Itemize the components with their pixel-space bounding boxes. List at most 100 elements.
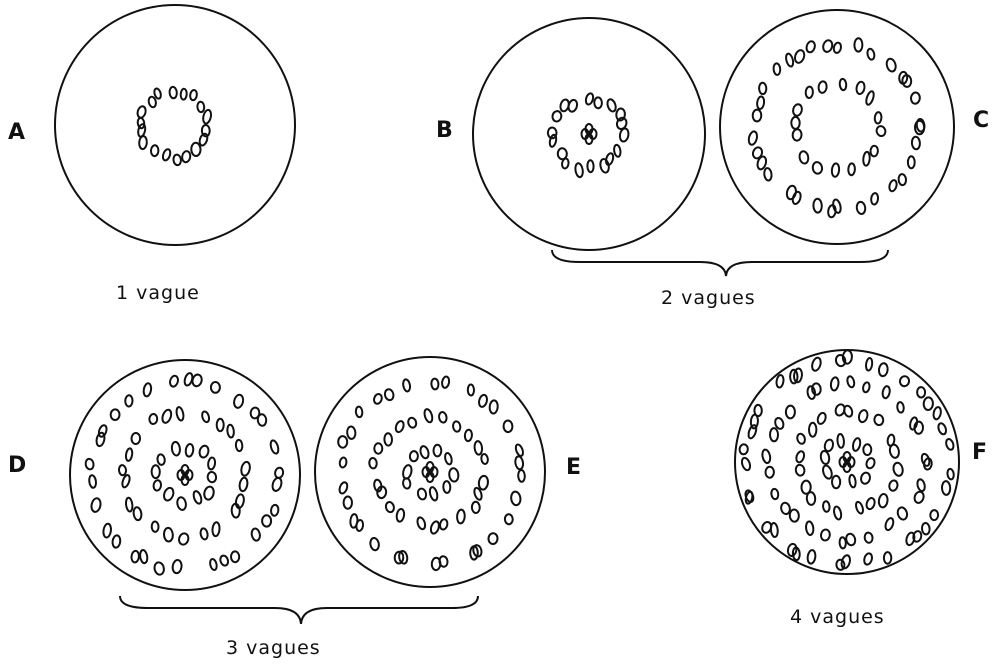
cell-e [448, 467, 460, 483]
cell-f [916, 386, 927, 399]
cell-f [806, 385, 817, 400]
cell-e [402, 464, 413, 480]
cell-a [161, 148, 172, 162]
cell-d [90, 497, 102, 513]
cell-c [855, 80, 866, 96]
cell-d [203, 485, 215, 501]
cell-a [190, 141, 202, 157]
cell-f [843, 404, 854, 418]
cell-a [149, 144, 160, 158]
cell-f [920, 452, 931, 467]
cell-a [172, 153, 182, 167]
cell-a [198, 132, 209, 147]
cell-e [439, 518, 449, 531]
cell-a [202, 108, 213, 125]
cell-d [109, 408, 121, 421]
cell-f [819, 528, 831, 542]
cell-f [796, 432, 806, 445]
cell-f [888, 443, 900, 459]
cell-b [593, 96, 603, 110]
cell-e [338, 456, 348, 469]
cell-f [855, 500, 864, 515]
cell-c [865, 90, 875, 106]
cell-e [438, 411, 448, 424]
cell-e [383, 388, 395, 402]
cell-f [774, 416, 785, 430]
cell-e [510, 490, 522, 507]
cell-f [920, 522, 931, 536]
cell-c [763, 167, 773, 182]
cell-d [156, 453, 166, 466]
cell-d [250, 527, 261, 542]
caption-two-waves: 2 vagues [661, 287, 756, 309]
cell-d [198, 444, 210, 459]
cell-f [841, 349, 853, 365]
cell-c [790, 115, 801, 130]
cell-f [865, 497, 876, 511]
cell-f [896, 506, 909, 521]
cell-d [269, 439, 280, 455]
cell-d [117, 464, 128, 477]
cell-f [833, 505, 843, 521]
cell-f [775, 374, 785, 389]
cell-c [812, 197, 823, 214]
cell-f [896, 401, 905, 414]
cell-c [853, 37, 864, 53]
cell-a [189, 89, 198, 102]
cell-b [586, 159, 595, 174]
cell-c [827, 204, 837, 219]
cell-c [798, 150, 810, 165]
cell-f [747, 424, 758, 440]
cell-e [407, 416, 418, 429]
cell-f [846, 375, 856, 389]
cell-e [429, 520, 440, 535]
cell-f [946, 467, 955, 481]
cell-e [342, 495, 353, 510]
cell-f [877, 493, 889, 509]
cell-b [546, 126, 558, 140]
cell-c [747, 130, 759, 146]
cell-e [369, 536, 380, 552]
cell-f [784, 404, 796, 420]
label-c: C [973, 108, 990, 133]
cell-a [147, 95, 157, 109]
cell-a [181, 150, 192, 164]
cell-e [456, 508, 466, 525]
cell-f [816, 411, 827, 425]
cell-a [137, 123, 147, 138]
cell-c [751, 146, 764, 160]
cell-c [915, 118, 926, 133]
cell-e [349, 513, 359, 529]
cell-e [478, 393, 488, 408]
cell-d [152, 479, 163, 492]
cell-f [873, 413, 885, 427]
cell-f [865, 457, 876, 470]
cell-d [150, 520, 160, 533]
cell-d [176, 496, 187, 511]
cell-f [905, 531, 916, 547]
circle-b [472, 17, 706, 251]
cell-f [882, 551, 893, 565]
cell-c [772, 62, 782, 76]
cell-e [408, 450, 419, 463]
cell-d [209, 381, 221, 394]
cell-d [130, 549, 140, 564]
cell-d [124, 394, 134, 408]
cell-f [738, 443, 749, 456]
cell-f [789, 368, 799, 385]
cell-f [800, 479, 812, 495]
label-b: B [436, 118, 453, 143]
cell-d [270, 503, 280, 517]
cell-f [811, 382, 822, 396]
cell-f [764, 465, 775, 479]
cell-d [261, 514, 273, 528]
cell-center-f [842, 461, 852, 473]
cell-f [786, 542, 798, 557]
cell-d [238, 476, 249, 493]
cell-c [785, 52, 795, 68]
cell-e [395, 507, 406, 523]
cell-e [441, 375, 451, 389]
cell-f [744, 489, 755, 503]
cell-c [830, 162, 841, 178]
cell-b [584, 92, 595, 106]
